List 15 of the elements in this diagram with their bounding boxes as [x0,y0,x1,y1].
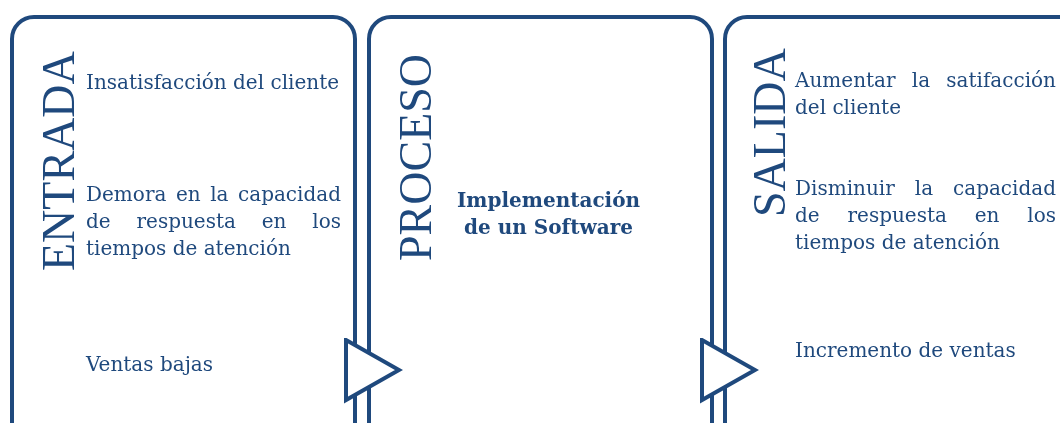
vertical-heading: ENTRADA [36,51,82,271]
item-text: Disminuir la capacidad de respuesta en los tiempos de atención [795,175,1056,256]
item-text: Incremento de ventas [795,337,1017,364]
item-text: Aumentar la satifacción del cliente [795,67,1056,121]
rounded-panel [723,15,1060,423]
item-text: Demora en la capacidad de respuesta en los tiempos de atención [86,181,341,262]
arrow [344,338,401,402]
item-text: Implementación de un Software [455,187,642,241]
vertical-heading: PROCESO [393,53,439,261]
arrow [700,338,757,402]
rounded-panel [367,15,714,423]
item-text: Insatisfacción del cliente [86,69,341,96]
item-text: Ventas bajas [86,351,215,378]
rounded-panel [10,15,357,423]
vertical-heading: SALIDA [747,48,793,217]
